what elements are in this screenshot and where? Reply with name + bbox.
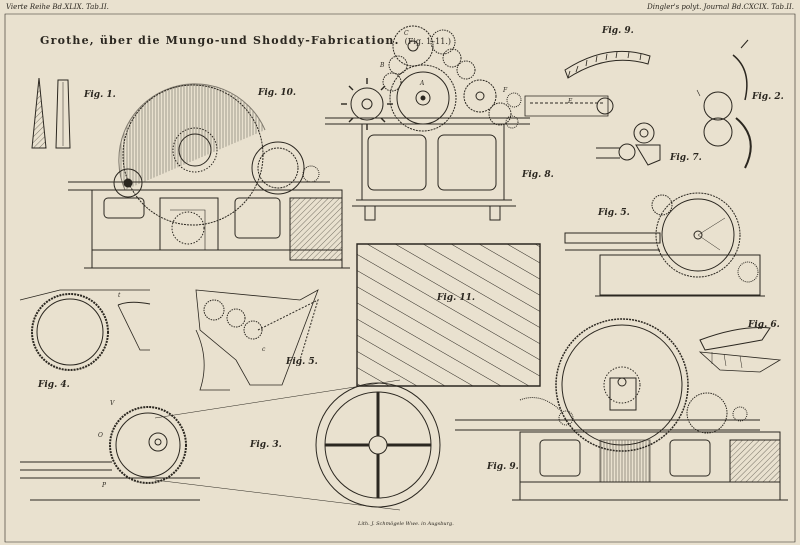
fig11-caption: Fig. 11. xyxy=(437,293,476,303)
fig5-right-caption: Fig. 5. xyxy=(598,208,630,218)
fig8-drawing xyxy=(325,26,613,220)
fig7-caption: Fig. 7. xyxy=(670,153,702,163)
plate-title-main: Grothe, über die Mungo-und Shoddy-Fabric… xyxy=(40,34,400,47)
lithographer-imprint: Lith. J. Schmögele Wwe. in Augsburg. xyxy=(358,521,454,527)
fig9-upper-drawing xyxy=(565,51,650,78)
fig9-upper-caption: Fig. 9. xyxy=(602,26,634,36)
fig1-caption: Fig. 1. xyxy=(84,90,116,100)
plate-title-range: (Fig. 1–11.) xyxy=(404,37,452,46)
fig1-drawing xyxy=(32,78,70,148)
fig8-letter-e: E xyxy=(568,98,573,105)
fig3-letter-o: O xyxy=(98,432,103,439)
fig10-drawing xyxy=(68,84,350,268)
fig2-drawing xyxy=(697,40,751,168)
fig5-left-caption: Fig. 5. xyxy=(286,357,318,367)
header-left: Vierte Reihe Bd.XLIX. Tab.II. xyxy=(6,3,109,11)
fig8-caption: Fig. 8. xyxy=(522,170,554,180)
fig8-letter-a: A xyxy=(420,80,425,87)
fig7-drawing xyxy=(596,123,660,165)
fig3-caption: Fig. 3. xyxy=(250,440,282,450)
fig9-drawing xyxy=(455,319,788,500)
header-right: Dingler's polyt. Journal Bd.CXCIX. Tab.I… xyxy=(647,3,794,11)
fig4-letter-t: t xyxy=(118,292,121,299)
fig5-letter-c: c xyxy=(262,346,266,353)
fig3-drawing xyxy=(20,380,440,510)
fig8-letter-f: F xyxy=(503,87,508,94)
fig10-caption: Fig. 10. xyxy=(258,88,297,98)
fig2-caption: Fig. 2. xyxy=(752,92,784,102)
fig3-letter-v: V xyxy=(110,400,115,407)
fig5-right-drawing xyxy=(565,193,765,296)
fig6-drawing xyxy=(700,328,780,373)
plate-border xyxy=(5,14,795,542)
fig3-letter-p: P xyxy=(102,482,107,489)
fig9-caption: Fig. 9. xyxy=(487,462,519,472)
fig4-drawing xyxy=(20,290,150,370)
fig8-letter-b: B xyxy=(380,62,385,69)
fig11-drawing xyxy=(357,244,540,386)
plate-title: Grothe, über die Mungo-und Shoddy-Fabric… xyxy=(40,34,451,47)
fig6-caption: Fig. 6. xyxy=(748,320,780,330)
fig8-letter-c: C xyxy=(404,30,409,37)
fig5-left-drawing xyxy=(196,290,318,390)
fig4-caption: Fig. 4. xyxy=(38,380,70,390)
